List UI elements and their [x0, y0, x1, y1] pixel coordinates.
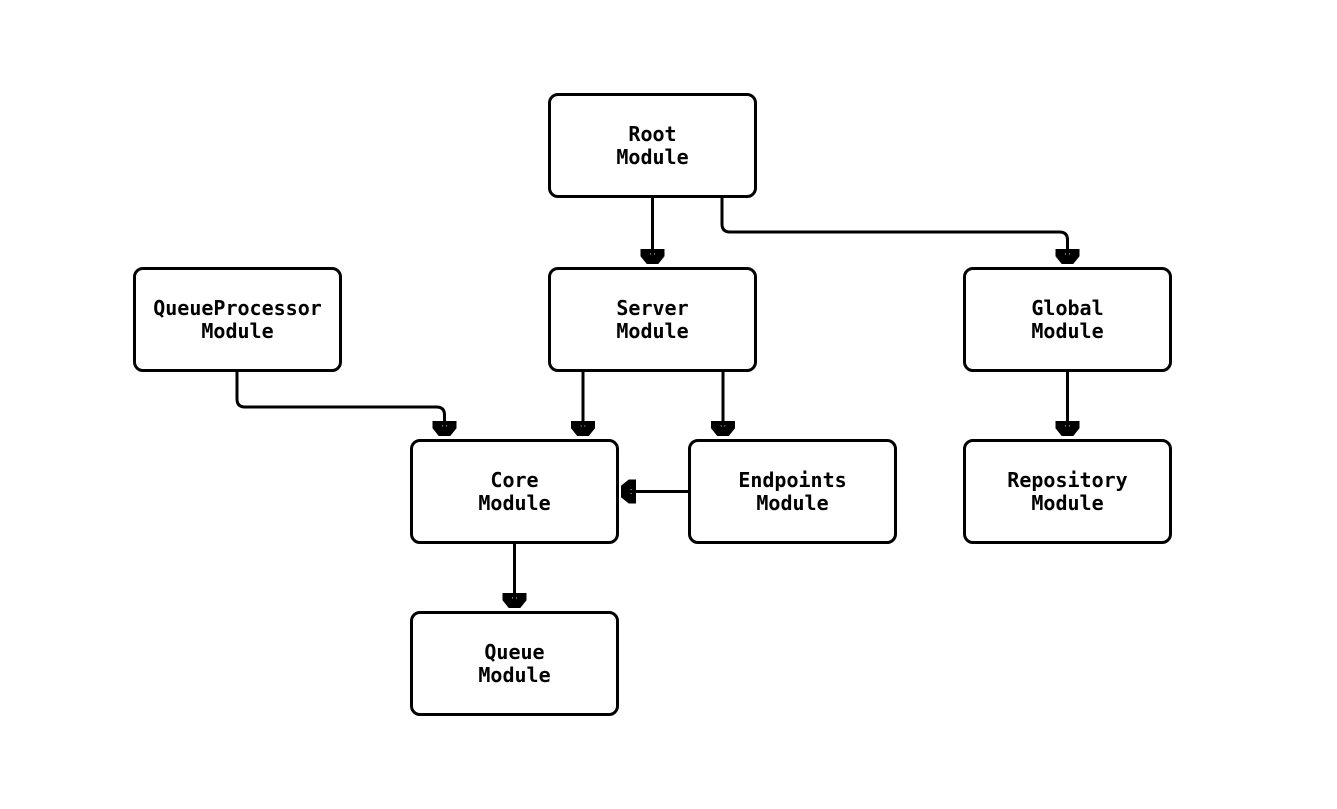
node-label: QueueProcessor Module [153, 295, 322, 343]
node-label: Endpoints Module [738, 467, 847, 515]
node-label: Root Module [616, 121, 689, 169]
node-global-module: Global Module [963, 267, 1172, 372]
node-core-module: Core Module [410, 439, 619, 544]
edge-root-to-global [720, 198, 1068, 264]
edge-queueprocessor-to-core [235, 372, 445, 436]
node-label: Repository Module [1007, 467, 1128, 515]
node-queueprocessor-module: QueueProcessor Module [133, 267, 342, 372]
node-label: Server Module [616, 295, 689, 343]
node-root-module: Root Module [548, 93, 757, 198]
node-label: Global Module [1031, 295, 1104, 343]
node-label: Queue Module [478, 639, 551, 687]
node-endpoints-module: Endpoints Module [688, 439, 897, 544]
node-server-module: Server Module [548, 267, 757, 372]
node-queue-module: Queue Module [410, 611, 619, 716]
node-label: Core Module [478, 467, 551, 515]
node-repository-module: Repository Module [963, 439, 1172, 544]
